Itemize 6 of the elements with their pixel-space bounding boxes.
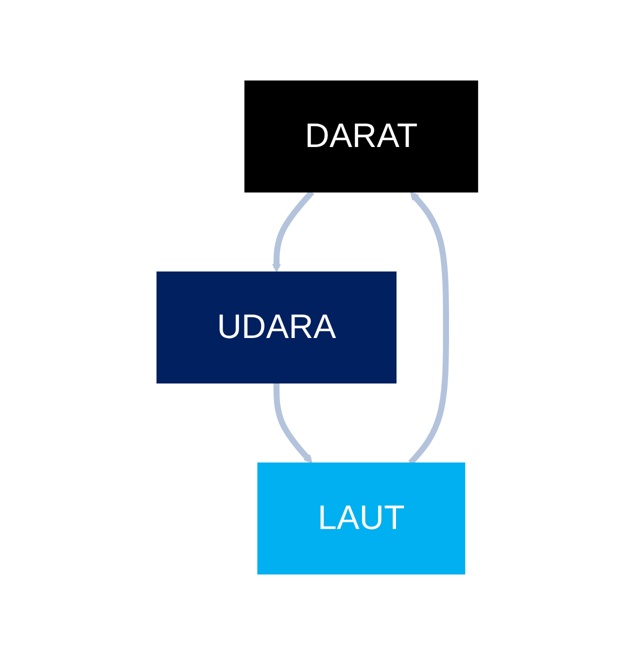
node-box: UDARA: [156, 271, 396, 383]
node-box: LAUT: [257, 462, 465, 574]
arrow: [408, 191, 449, 464]
node-box: DARAT: [244, 80, 478, 192]
arrow: [273, 382, 312, 463]
arrow: [272, 190, 314, 272]
